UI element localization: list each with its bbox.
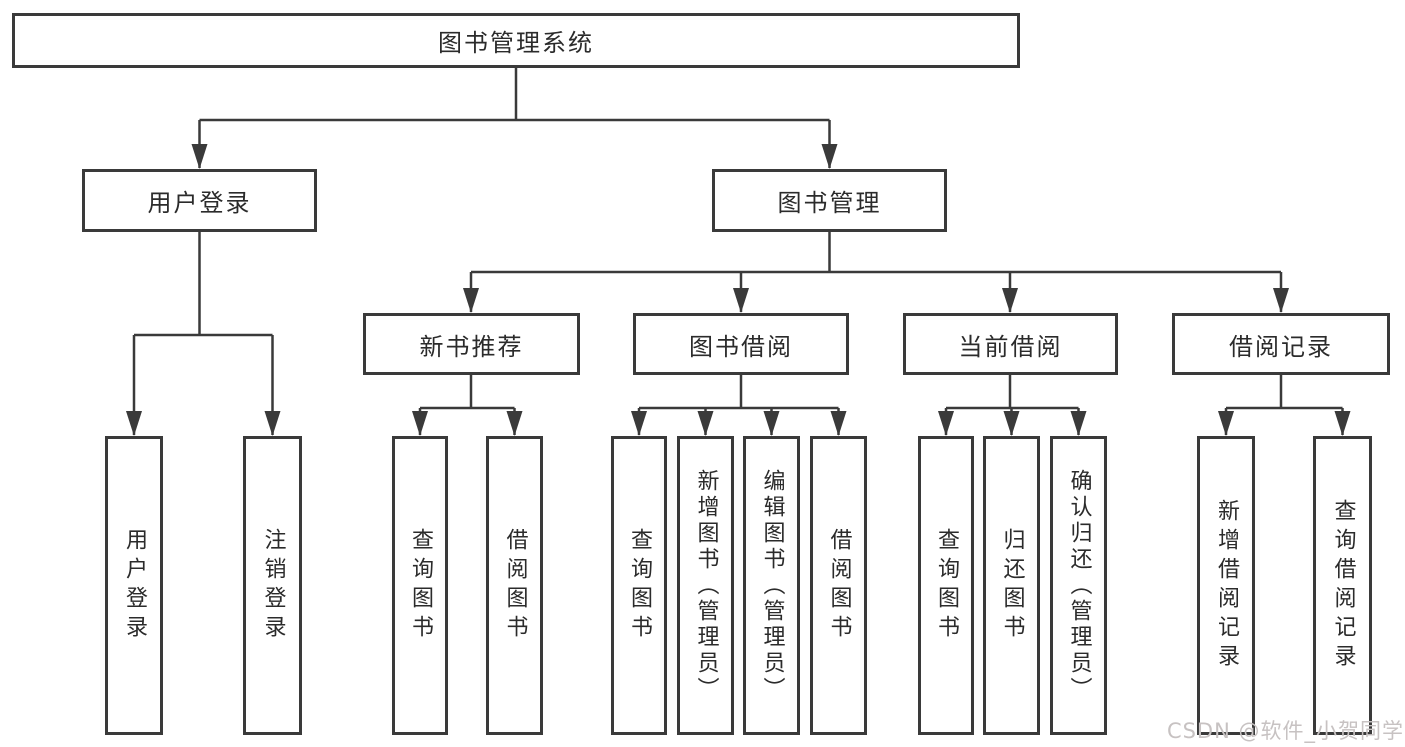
leaf-label: 查询图书 <box>408 527 433 644</box>
leaf-label: 借阅图书 <box>502 527 528 644</box>
leaf-label: 新增借阅记录 <box>1214 498 1239 673</box>
leaf-confirm-return-admin: 确认归还（管理员） <box>1050 436 1107 735</box>
leaf-query-books-current: 查询图书 <box>918 436 974 735</box>
leaf-label: 借阅图书 <box>826 527 852 644</box>
leaf-label: 归还图书 <box>999 527 1025 644</box>
node-book-borrow: 图书借阅 <box>633 313 849 375</box>
connector-user-login <box>132 232 274 435</box>
leaf-label: 编辑图书（管理员） <box>759 468 785 703</box>
node-book-management: 图书管理 <box>712 169 947 232</box>
leaf-label: 查询图书 <box>934 527 959 644</box>
connector-new-book-recommend <box>418 375 516 435</box>
node-new-book-recommend: 新书推荐 <box>363 313 580 375</box>
node-label: 图书借阅 <box>689 332 793 361</box>
node-user-login: 用户登录 <box>82 169 317 232</box>
leaf-edit-book-admin: 编辑图书（管理员） <box>743 436 800 735</box>
node-label: 用户登录 <box>147 189 252 217</box>
leaf-label: 确认归还（管理员） <box>1066 468 1092 703</box>
node-current-borrow: 当前借阅 <box>903 313 1118 375</box>
leaf-add-book-admin: 新增图书（管理员） <box>677 436 734 735</box>
leaf-add-borrow-record: 新增借阅记录 <box>1197 436 1255 735</box>
leaf-logout-login: 注销登录 <box>243 436 302 735</box>
leaf-query-books-recommend: 查询图书 <box>392 436 448 735</box>
node-label: 图书管理 <box>777 189 882 217</box>
leaf-user-login: 用户登录 <box>105 436 163 735</box>
node-label: 新书推荐 <box>419 332 524 361</box>
connector-book-borrow <box>637 375 840 435</box>
leaf-label: 用户登录 <box>122 527 147 644</box>
node-label: 借阅记录 <box>1229 332 1333 361</box>
arrowheads <box>126 144 1351 436</box>
leaf-query-books-borrow: 查询图书 <box>611 436 667 735</box>
leaf-borrow-books-recommend: 借阅图书 <box>486 436 543 735</box>
node-borrow-records: 借阅记录 <box>1172 313 1390 375</box>
connector-book-management <box>469 232 1283 312</box>
leaf-borrow-books-2: 借阅图书 <box>810 436 867 735</box>
connector-root <box>198 68 831 168</box>
leaf-label: 查询借阅记录 <box>1330 498 1356 673</box>
node-label: 图书管理系统 <box>438 29 594 57</box>
leaf-query-borrow-record: 查询借阅记录 <box>1313 436 1372 735</box>
leaf-label: 新增图书（管理员） <box>693 468 719 703</box>
node-library-management-system: 图书管理系统 <box>12 13 1020 68</box>
connector-borrow-records <box>1224 375 1344 435</box>
leaf-label: 注销登录 <box>260 527 286 644</box>
leaf-return-book: 归还图书 <box>983 436 1040 735</box>
leaf-label: 查询图书 <box>627 527 652 644</box>
node-label: 当前借阅 <box>958 332 1063 361</box>
csdn-watermark: CSDN @软件_小贺同学 <box>1166 719 1404 743</box>
